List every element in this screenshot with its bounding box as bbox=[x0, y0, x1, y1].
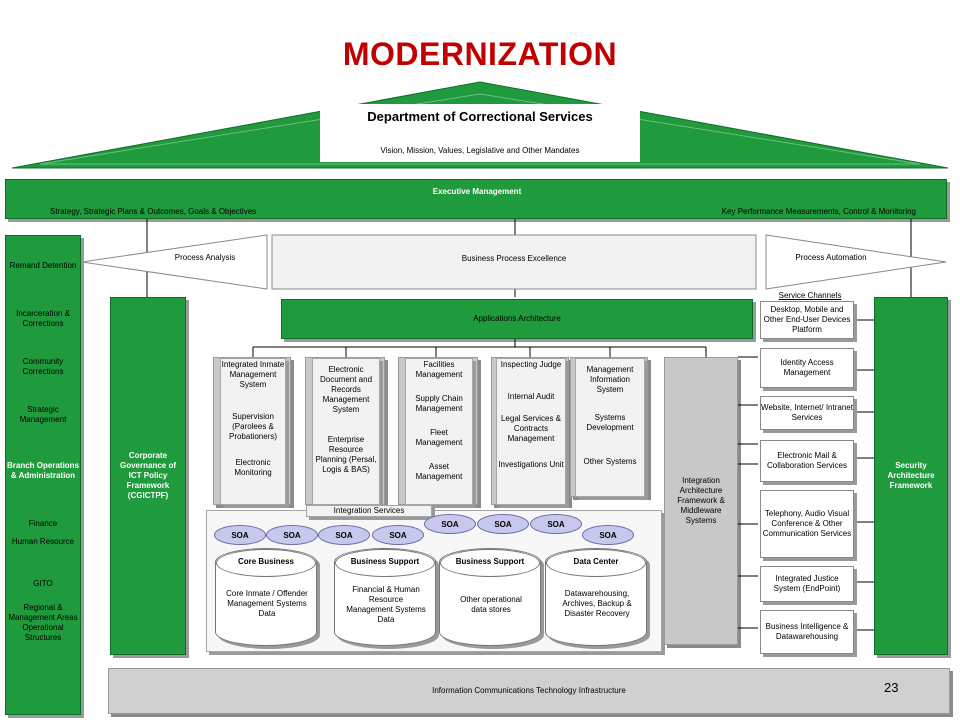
left-item-gito: GITO bbox=[33, 579, 53, 588]
governance-column: Corporate Governance of ICT Policy Frame… bbox=[110, 297, 186, 655]
data-store-datacenter-header: Data Center bbox=[573, 557, 619, 566]
cylinder-top bbox=[440, 549, 540, 577]
kpi-text: Key Performance Measurements, Control & … bbox=[721, 207, 916, 216]
left-item-branch: Branch Operations & Administration bbox=[7, 461, 80, 480]
app-judge-top: Inspecting Judge bbox=[500, 360, 562, 369]
app-mis-top: Management Information System bbox=[586, 365, 634, 394]
left-item-remand: Remand Detention bbox=[9, 261, 77, 270]
page-title: MODERNIZATION bbox=[342, 36, 618, 72]
data-store-financial-header: Business Support bbox=[350, 557, 420, 566]
executive-label: Executive Management bbox=[432, 186, 522, 196]
left-item-strategic: Strategic Management bbox=[19, 405, 67, 424]
cylinder-top bbox=[216, 549, 316, 577]
security-column: Security Architecture Framework bbox=[874, 297, 948, 655]
business-process-excellence-label: Business Process Excellence bbox=[461, 254, 567, 263]
left-item-finance: Finance bbox=[28, 519, 58, 528]
app-column-facilities: Facilities Management Supply Chain Manag… bbox=[398, 357, 478, 505]
app-inmate-top: Integrated Inmate Management System bbox=[221, 360, 285, 389]
channel-website: Website, Internet/ Intranet Services bbox=[760, 396, 854, 430]
app-column-edrms-inner: Electronic Document and Records Manageme… bbox=[312, 358, 380, 505]
channel-email: Electronic Mail & Collaboration Services bbox=[760, 440, 854, 482]
roof-shape bbox=[11, 81, 949, 169]
left-item-regional: Regional & Management Areas Operational … bbox=[8, 603, 78, 642]
service-channels-label: Service Channels bbox=[778, 291, 842, 300]
infrastructure-label: Information Communications Technology In… bbox=[432, 686, 626, 695]
channel-justice: Integrated Justice System (EndPoint) bbox=[760, 566, 854, 602]
soa-node: SOA bbox=[424, 514, 476, 534]
app-column-edrms: Electronic Document and Records Manageme… bbox=[305, 357, 385, 505]
app-connector-lines bbox=[252, 339, 707, 358]
integration-architecture-column: Integration Architecture Framework & Mid… bbox=[664, 357, 738, 645]
app-inmate-middle: Supervision (Parolees & Probationers) bbox=[228, 412, 278, 441]
channel-bi: Business Intelligence & Datawarehousing bbox=[760, 610, 854, 654]
app-judge-audit: Internal Audit bbox=[507, 392, 555, 401]
app-edrms-top: Electronic Document and Records Manageme… bbox=[319, 365, 373, 414]
integration-architecture-label: Integration Architecture Framework & Mid… bbox=[677, 476, 725, 525]
applications-label: Applications Architecture bbox=[473, 314, 561, 323]
data-store-financial-body: Financial & Human Resource Management Sy… bbox=[346, 585, 426, 624]
soa-node: SOA bbox=[477, 514, 529, 534]
security-label: Security Architecture Framework bbox=[887, 461, 935, 490]
app-column-mis: Management Information System Systems De… bbox=[570, 357, 648, 497]
department-label: Department of Correctional Services bbox=[367, 108, 593, 124]
data-store-other-body: Other operational data stores bbox=[460, 595, 522, 614]
page-number: 23 bbox=[884, 680, 899, 695]
channel-connector-lines bbox=[738, 319, 874, 631]
soa-node: SOA bbox=[214, 525, 266, 545]
cylinder-top bbox=[335, 549, 435, 577]
process-band bbox=[81, 234, 947, 290]
soa-node: SOA bbox=[582, 525, 634, 545]
executive-management-bar: Executive Management Strategy, Strategic… bbox=[5, 179, 947, 219]
app-edrms-middle: Enterprise Resource Planning (Persal, Lo… bbox=[315, 435, 377, 474]
app-column-inmate: Integrated Inmate Management System Supe… bbox=[213, 357, 291, 505]
app-mis-middle: Systems Development bbox=[586, 413, 634, 432]
integration-services-label: Integration Services bbox=[306, 505, 432, 517]
data-store-core: Core Business Core Inmate / Offender Man… bbox=[215, 548, 317, 646]
channel-identity: Identity Access Management bbox=[760, 348, 854, 388]
left-item-community: Community Corrections bbox=[22, 357, 64, 376]
soa-node: SOA bbox=[266, 525, 318, 545]
applications-architecture-bar: Applications Architecture bbox=[281, 299, 753, 339]
data-store-core-header: Core Business bbox=[237, 557, 295, 566]
soa-node: SOA bbox=[530, 514, 582, 534]
app-facilities-asset: Asset Management bbox=[415, 462, 463, 481]
data-store-other: Business Support Other operational data … bbox=[439, 548, 541, 646]
soa-node: SOA bbox=[318, 525, 370, 545]
app-facilities-supply: Supply Chain Management bbox=[415, 394, 463, 413]
app-column-inmate-inner: Integrated Inmate Management System Supe… bbox=[220, 358, 286, 505]
data-store-financial: Business Support Financial & Human Resou… bbox=[334, 548, 436, 646]
app-inmate-bottom: Electronic Monitoring bbox=[234, 458, 272, 477]
app-column-facilities-inner: Facilities Management Supply Chain Manag… bbox=[405, 358, 473, 505]
left-column-items: Remand Detention Incarceration & Correct… bbox=[5, 235, 81, 715]
left-item-hr: Human Resource bbox=[11, 537, 75, 546]
app-column-mis-inner: Management Information System Systems De… bbox=[575, 358, 645, 497]
data-store-datacenter: Data Center Datawarehousing, Archives, B… bbox=[545, 548, 647, 646]
soa-node: SOA bbox=[372, 525, 424, 545]
data-store-datacenter-body: Datawarehousing, Archives, Backup & Disa… bbox=[562, 589, 632, 618]
app-facilities-top: Facilities Management bbox=[415, 360, 463, 379]
app-column-judge-inner: Inspecting Judge Internal Audit Legal Se… bbox=[496, 358, 566, 505]
cylinder-top bbox=[546, 549, 646, 577]
app-column-judge: Inspecting Judge Internal Audit Legal Se… bbox=[491, 357, 569, 505]
left-operations-column bbox=[5, 235, 81, 715]
governance-label: Corporate Governance of ICT Policy Frame… bbox=[119, 451, 176, 500]
infrastructure-bar: Information Communications Technology In… bbox=[108, 668, 950, 714]
app-judge-investigations: Investigations Unit bbox=[498, 460, 564, 469]
left-item-incarceration: Incarceration & Corrections bbox=[16, 309, 70, 328]
process-automation-label: Process Automation bbox=[795, 253, 867, 262]
channel-telephony: Telephony, Audio Visual Conference & Oth… bbox=[760, 490, 854, 558]
app-judge-legal: Legal Services & Contracts Management bbox=[500, 414, 562, 443]
data-store-core-body: Core Inmate / Offender Management System… bbox=[226, 589, 308, 618]
channel-desktop: Desktop, Mobile and Other End-User Devic… bbox=[760, 301, 854, 339]
app-mis-bottom: Other Systems bbox=[583, 457, 637, 466]
app-facilities-fleet: Fleet Management bbox=[415, 428, 463, 447]
process-analysis-label: Process Analysis bbox=[174, 253, 236, 262]
strategy-text: Strategy, Strategic Plans & Outcomes, Go… bbox=[50, 207, 257, 216]
data-store-other-header: Business Support bbox=[455, 557, 525, 566]
vision-label: Vision, Mission, Values, Legislative and… bbox=[380, 145, 580, 155]
